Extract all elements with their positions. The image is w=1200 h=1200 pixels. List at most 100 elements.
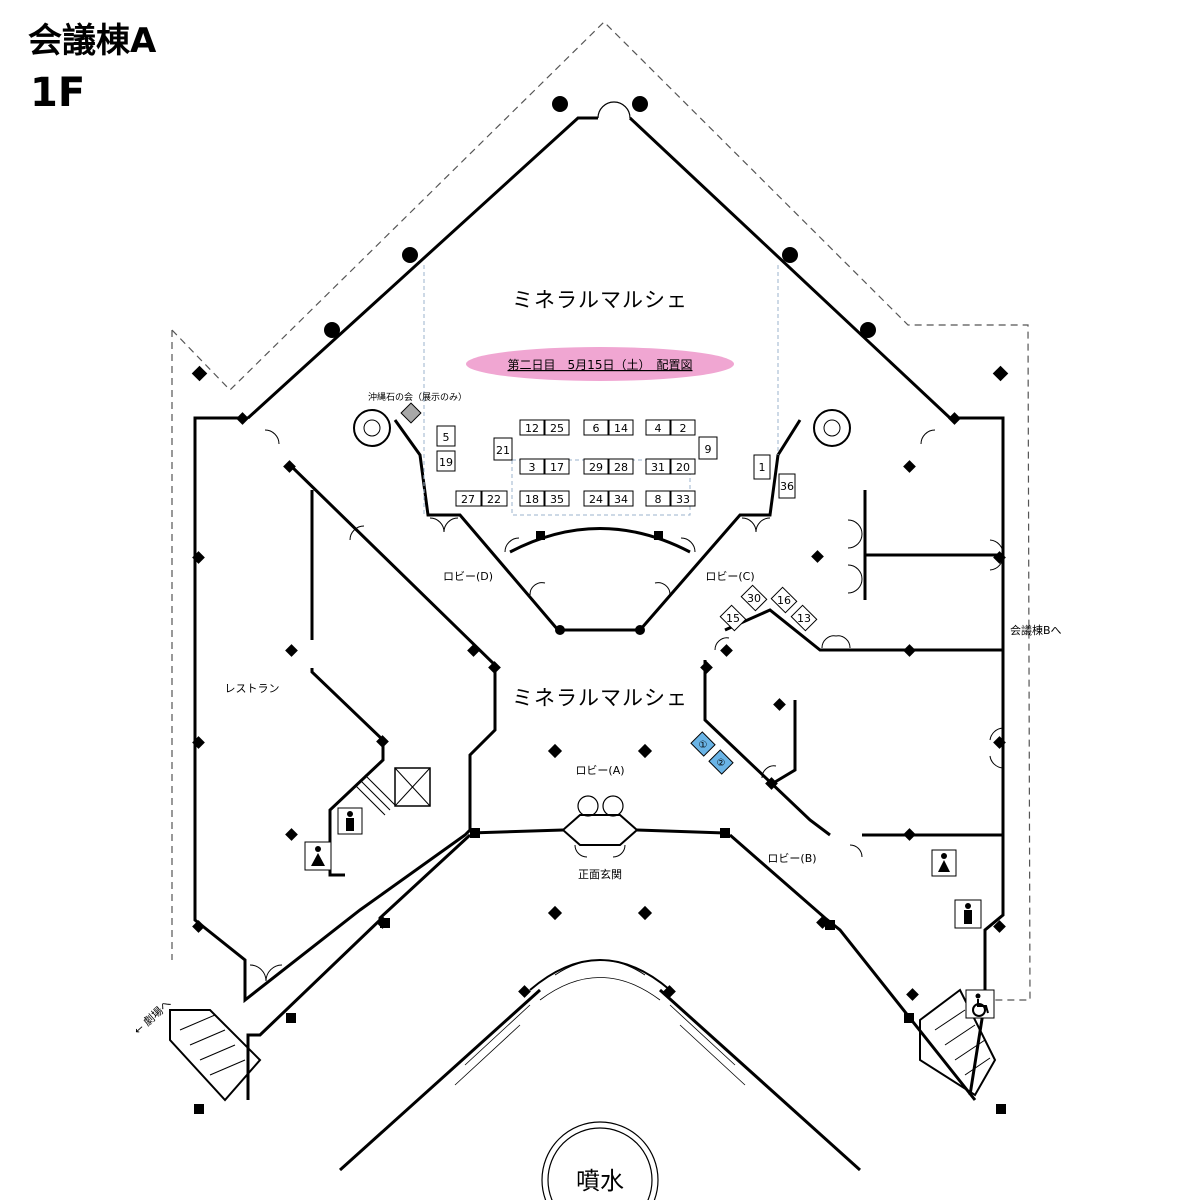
special-booths: ① ② [690, 731, 734, 775]
right-corridor-wall [703, 660, 831, 837]
okinawa-stone-label: 沖縄石の会（展示のみ） [368, 391, 467, 403]
spiral-stairs-right [813, 409, 851, 447]
svg-text:24: 24 [589, 493, 603, 506]
marche-center-label: ミネラルマルシェ [512, 686, 688, 710]
okinawa-stone-booth [400, 402, 422, 424]
svg-text:2: 2 [680, 422, 687, 435]
svg-text:4: 4 [655, 422, 662, 435]
booth-6: 6 [583, 419, 609, 436]
booth-20: 20 [670, 458, 696, 475]
svg-text:35: 35 [550, 493, 564, 506]
svg-text:②: ② [717, 758, 726, 769]
svg-text:18: 18 [525, 493, 539, 506]
theater-label: ← 劇場へ [131, 996, 174, 1037]
svg-text:6: 6 [593, 422, 600, 435]
plaza-right [658, 988, 862, 1172]
booth-22: 22 [481, 490, 508, 507]
svg-text:8: 8 [655, 493, 662, 506]
booth-5: 5 [436, 425, 456, 447]
booth-16: 16 [770, 586, 798, 614]
booth-17: 17 [544, 458, 570, 475]
left-wing-wall [193, 416, 472, 1004]
lobby-d-label: ロビー(D) [443, 570, 493, 583]
booth-14: 14 [608, 419, 634, 436]
floor-label: 1F [30, 70, 85, 116]
svg-text:13: 13 [797, 612, 811, 625]
svg-text:29: 29 [589, 461, 603, 474]
booth-1: 1 [753, 454, 771, 480]
booth-29: 29 [583, 458, 609, 475]
fountain-outer [541, 1121, 659, 1200]
special-booth-1: ① [690, 731, 716, 757]
booth-21: 21 [493, 437, 513, 461]
booth-19: 19 [436, 450, 456, 472]
svg-text:22: 22 [487, 493, 501, 506]
hall-wall-right [628, 116, 952, 420]
bottom-left-corridor [246, 833, 472, 1100]
booth-13: 13 [790, 604, 818, 632]
revolving-door-left [577, 795, 599, 817]
building-b-label: 会議棟Bへ [1010, 623, 1062, 637]
inner-arc [509, 527, 691, 554]
left-inner-wall-2 [310, 668, 385, 877]
hall-wall-left [246, 116, 598, 420]
lobby-c-label: ロビー(C) [705, 570, 754, 583]
booth-30: 30 [740, 584, 768, 612]
spiral-stairs-left [353, 409, 391, 447]
svg-text:1: 1 [759, 461, 766, 474]
special-booth-2: ② [708, 749, 734, 775]
elevator-x2 [394, 767, 431, 807]
booth-18: 18 [519, 490, 545, 507]
restroom-female-icon-right [931, 849, 957, 877]
booth-28: 28 [608, 458, 634, 475]
svg-text:34: 34 [614, 493, 628, 506]
booth-9: 9 [698, 436, 718, 460]
svg-text:36: 36 [780, 480, 794, 493]
entrance-wall-left [469, 828, 564, 835]
building-title: 会議棟A [28, 21, 157, 61]
revolving-door-right [602, 795, 624, 817]
booth-2: 2 [670, 419, 696, 436]
svg-text:19: 19 [439, 456, 453, 469]
restroom-male-icon-right [954, 899, 982, 929]
plaza-arc [529, 959, 671, 991]
fountain-label: 噴水 [576, 1167, 624, 1195]
marche-inner-left [393, 419, 560, 631]
booth-31: 31 [645, 458, 671, 475]
svg-text:31: 31 [651, 461, 665, 474]
svg-text:21: 21 [496, 444, 510, 457]
banner-bg [466, 347, 734, 381]
elevator-shaft [394, 767, 431, 807]
left-corridor-wall [288, 463, 497, 830]
restroom-male-icon [337, 807, 363, 835]
booth-8: 8 [645, 490, 671, 507]
booth-3: 3 [519, 458, 545, 475]
right-upper-room [724, 608, 1003, 652]
booth-34: 34 [608, 490, 634, 507]
banner-text: 第二日目 5月15日（土） 配置図 [508, 358, 693, 372]
booth-35: 35 [544, 490, 570, 507]
marche-top-label: ミネラルマルシェ [512, 288, 688, 312]
wheelchair-icon [965, 989, 995, 1019]
svg-text:30: 30 [747, 592, 761, 605]
svg-text:33: 33 [676, 493, 690, 506]
lobby-b-label: ロビー(B) [767, 852, 816, 865]
outer-boundary [171, 21, 1031, 1001]
svg-text:16: 16 [777, 594, 791, 607]
marche-inner-right [638, 419, 802, 631]
booth-4: 4 [645, 419, 671, 436]
svg-text:3: 3 [529, 461, 536, 474]
svg-text:28: 28 [614, 461, 628, 474]
plaza-arc-inner [554, 959, 646, 976]
entrance-vestibule [561, 814, 639, 846]
svg-text:12: 12 [525, 422, 539, 435]
restroom-female-icon [304, 841, 332, 871]
svg-text:15: 15 [726, 612, 740, 625]
stairs-icon [179, 774, 991, 1076]
booth-25: 25 [544, 419, 570, 436]
right-inner-wall [774, 700, 797, 784]
svg-text:9: 9 [705, 443, 712, 456]
svg-text:17: 17 [550, 461, 564, 474]
lobby-a-label: ロビー(A) [575, 764, 624, 777]
